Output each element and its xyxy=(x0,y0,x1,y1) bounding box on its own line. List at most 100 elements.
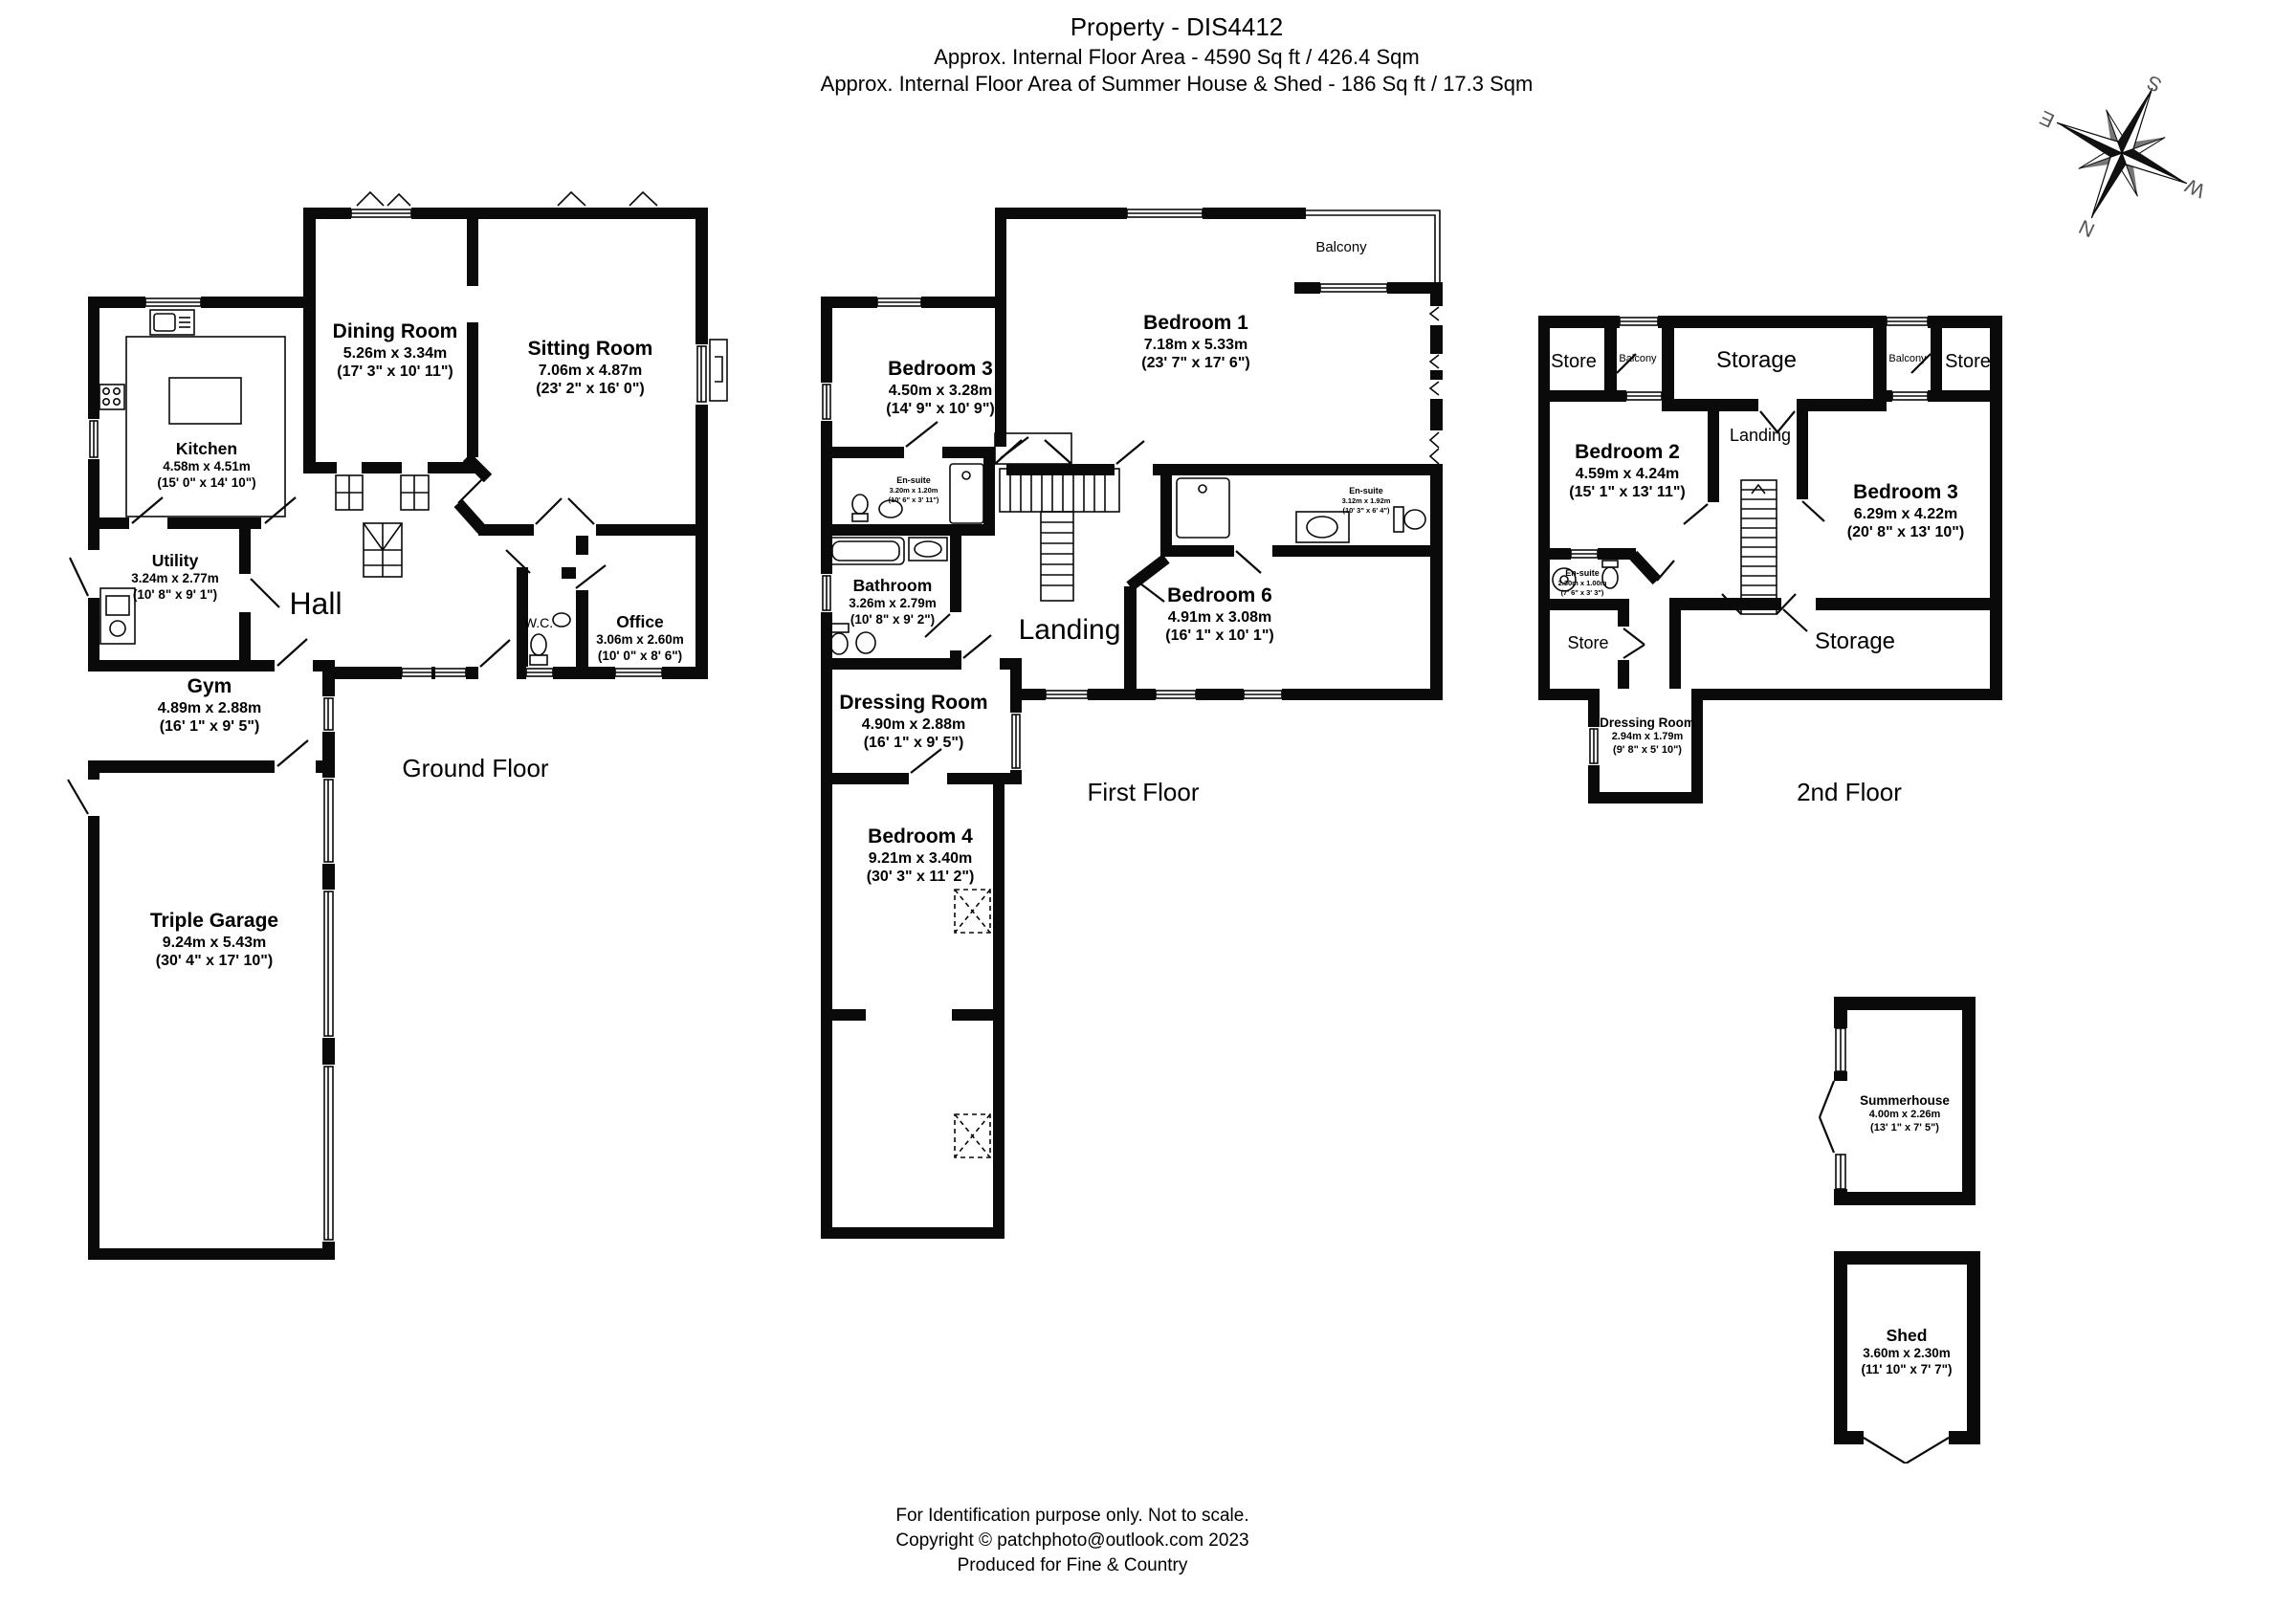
room-name: Bedroom 2 xyxy=(1575,441,1680,463)
room-label-landing-2f: Landing xyxy=(1703,426,1818,447)
room-label-ensuite-2f: En-suite 2.30m x 1.00m (7' 6" x 3' 3") xyxy=(1539,568,1625,597)
footer-produced-for: Produced for Fine & Country xyxy=(957,1555,1188,1576)
outbuildings-plan xyxy=(1818,997,1980,1464)
stairs-icon xyxy=(1740,479,1777,615)
compass-rose-icon: N S E W xyxy=(2037,71,2208,239)
floor-name: 2nd Floor xyxy=(1797,778,1902,806)
room-dims-ft: (15' 1" x 13' 11") xyxy=(1569,484,1686,501)
room-label-hall: Hall xyxy=(258,585,373,623)
room-dims-m: 3.20m x 1.20m xyxy=(889,486,938,495)
walls xyxy=(1538,316,2002,804)
room-label-bathroom: Bathroom 3.26m x 2.79m (10' 8" x 9' 2") xyxy=(811,576,974,627)
room-dims-ft: (23' 2" x 16' 0") xyxy=(536,381,645,398)
room-label-dressing-ff: Dressing Room 4.90m x 2.88m (16' 1" x 9'… xyxy=(804,691,1024,753)
room-name: Bedroom 4 xyxy=(868,826,973,848)
room-name: Shed xyxy=(1886,1326,1928,1345)
first-floor-plan xyxy=(821,208,1443,1239)
basin-icon xyxy=(552,612,571,627)
compass-south-label: S xyxy=(2144,71,2165,97)
floor-name: Ground Floor xyxy=(402,754,549,782)
room-name: Hall xyxy=(289,586,342,621)
casement-window-icon xyxy=(1428,306,1440,321)
room-label-garage: Triple Garage 9.24m x 5.43m (30' 4" x 17… xyxy=(99,909,329,971)
toilet-icon xyxy=(828,623,850,655)
room-label-ensuite-b: En-suite 3.12m x 1.92m (10' 3" x 6' 4") xyxy=(1309,486,1424,515)
washing-machine-icon xyxy=(99,587,136,645)
balcony-outline xyxy=(1306,209,1441,284)
room-name: Utility xyxy=(151,551,199,570)
room-label-bedroom4: Bedroom 4 9.21m x 3.40m (30' 3" x 11' 2"… xyxy=(810,825,1030,887)
room-label-bedroom2: Bedroom 2 4.59m x 4.24m (15' 1" x 13' 11… xyxy=(1522,440,1733,502)
room-dims-m: 4.91m x 3.08m xyxy=(1167,608,1272,626)
toilet-icon xyxy=(1393,506,1426,533)
windows xyxy=(89,190,707,1241)
room-name: Storage xyxy=(1715,347,1798,373)
bathtub-icon xyxy=(827,537,905,565)
room-dims-m: 9.24m x 5.43m xyxy=(162,934,267,951)
bidet-icon xyxy=(855,631,876,654)
floor-label-first: First Floor xyxy=(1000,778,1287,808)
room-name: Sitting Room xyxy=(527,338,653,360)
room-label-store-tl: Store xyxy=(1526,350,1622,373)
summerhouse-walls xyxy=(1818,997,1976,1205)
room-name: Dressing Room xyxy=(1600,715,1695,730)
room-dims-ft: (16' 1" x 9' 5") xyxy=(863,735,964,752)
door-swings xyxy=(1616,353,1932,659)
second-floor-plan xyxy=(1538,316,2002,804)
floor-name: First Floor xyxy=(1087,778,1200,806)
floor-label-ground: Ground Floor xyxy=(332,754,619,784)
room-name: Dining Room xyxy=(332,320,458,342)
hall-stairs-icon xyxy=(363,522,403,578)
room-dims-m: 4.50m x 3.28m xyxy=(888,382,993,399)
room-label-balcony-r: Balcony xyxy=(1865,353,1951,365)
fireplace-icon xyxy=(709,339,728,402)
page-title-block: Property - DIS4412 Approx. Internal Floo… xyxy=(507,11,1846,99)
room-name: Bedroom 6 xyxy=(1167,584,1272,606)
room-dims-m: 7.18m x 5.33m xyxy=(1143,336,1248,353)
room-dims-m: 3.12m x 1.92m xyxy=(1341,496,1391,506)
room-dims-ft: (7' 6" x 3' 3") xyxy=(1560,587,1604,597)
compass-west-label: W xyxy=(2182,174,2208,202)
walls xyxy=(821,208,1443,1239)
room-dims-ft: (30' 3" x 11' 2") xyxy=(866,869,975,886)
hob-icon xyxy=(99,384,125,410)
room-name: W.C. xyxy=(523,615,554,630)
room-dims-ft: (16' 1" x 10' 1") xyxy=(1165,627,1274,645)
room-name: Store xyxy=(1567,633,1609,652)
room-name: En-suite xyxy=(896,475,931,485)
room-dims-m: 4.90m x 2.88m xyxy=(861,715,966,733)
basin-icon xyxy=(908,537,948,561)
room-dims-m: 7.06m x 4.87m xyxy=(538,362,643,379)
ensuite-a-fixtures xyxy=(851,463,984,524)
room-name: Landing xyxy=(1729,426,1792,445)
room-name: Bedroom 3 xyxy=(1853,481,1958,503)
room-dims-m: 4.58m x 4.51m xyxy=(163,459,251,474)
shed-walls xyxy=(1834,1251,1980,1464)
room-dims-m: 4.00m x 2.26m xyxy=(1868,1109,1941,1121)
room-label-bedroom1: Bedroom 1 7.18m x 5.33m (23' 7" x 17' 6"… xyxy=(1071,311,1320,373)
shower-icon xyxy=(949,463,984,524)
room-label-shed: Shed 3.60m x 2.30m (11' 10" x 7' 7") xyxy=(1835,1326,1978,1377)
room-name: Store xyxy=(1945,351,1991,372)
room-label-dressing-2f: Dressing Room 2.94m x 1.79m (9' 8" x 5' … xyxy=(1576,715,1719,757)
room-label-ensuite-a: En-suite 3.20m x 1.20m (10' 6" x 3' 11") xyxy=(856,475,971,504)
room-name: Balcony xyxy=(1619,353,1657,364)
page-title: Property - DIS4412 xyxy=(1070,12,1284,41)
room-dims-ft: (13' 1" x 7' 5") xyxy=(1870,1121,1939,1134)
room-label-storage-top: Storage xyxy=(1680,346,1833,374)
room-dims-m: 4.59m x 4.24m xyxy=(1575,465,1680,482)
room-label-utility: Utility 3.24m x 2.77m (10' 8" x 9' 1") xyxy=(94,551,256,603)
room-label-wc: W.C. xyxy=(500,615,577,631)
door-swings xyxy=(67,478,607,815)
room-name: Storage xyxy=(1814,628,1896,654)
room-name: Gym xyxy=(187,675,232,697)
room-dims-m: 5.26m x 3.34m xyxy=(342,344,448,362)
ensuite-b-fixtures xyxy=(1176,477,1426,543)
room-name: Office xyxy=(616,612,664,631)
room-label-dining: Dining Room 5.26m x 3.34m (17' 3" x 10' … xyxy=(280,319,510,382)
room-dims-m: 2.30m x 1.00m xyxy=(1557,579,1607,588)
room-name: Dressing Room xyxy=(839,692,988,714)
room-name: Bedroom 3 xyxy=(888,358,993,380)
sink-icon xyxy=(149,309,195,336)
outbuilding-area-line: Approx. Internal Floor Area of Summer Ho… xyxy=(820,72,1534,97)
